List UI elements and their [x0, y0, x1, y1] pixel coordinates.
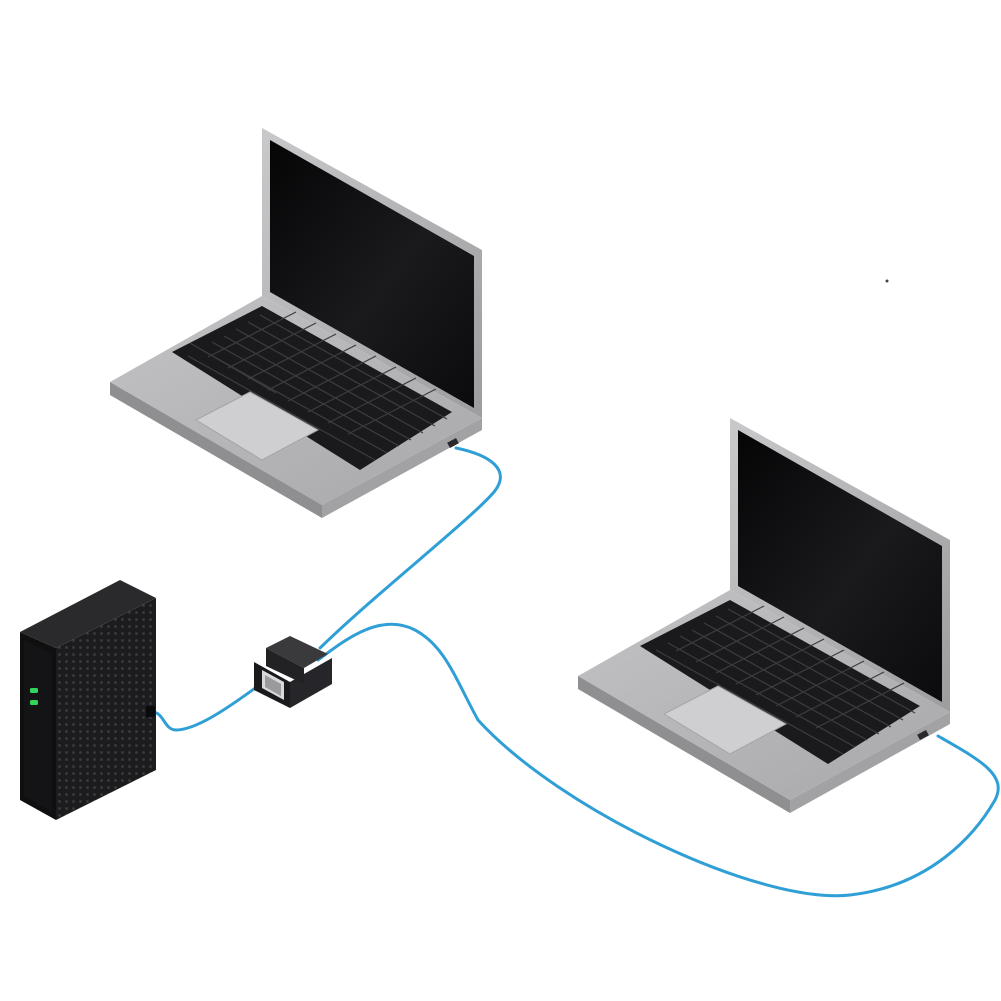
router-led-2 [30, 700, 38, 705]
laptop-base-side [322, 418, 482, 518]
cable-splitter-to-laptop-1 [318, 446, 502, 650]
cable-splitter-to-laptop-2 [316, 622, 1000, 898]
splitter-port-inner [265, 675, 281, 696]
keyboard-keys [187, 311, 448, 461]
keyboard-keys [655, 605, 916, 755]
laptop-base-edge [578, 676, 790, 813]
splitter-side [290, 658, 332, 708]
cable-router-to-splitter [150, 684, 260, 732]
dust-speck [885, 279, 889, 283]
trackpad [194, 391, 320, 461]
laptop-base-side [790, 712, 950, 813]
splitter-top [266, 636, 328, 668]
router-top [20, 580, 156, 648]
laptop-1 [110, 128, 482, 518]
router [20, 580, 156, 820]
router-led-1 [30, 688, 38, 693]
keyboard [172, 306, 452, 470]
ethernet-cables [150, 446, 1000, 898]
ethernet-splitter [254, 636, 332, 708]
router-side [56, 598, 156, 820]
laptop-base-edge [110, 382, 322, 518]
keyboard [640, 600, 920, 764]
laptop-2 [578, 418, 950, 813]
splitter-upper [266, 648, 304, 684]
router-port [146, 706, 155, 717]
router-front-panel [24, 640, 52, 812]
trackpad [662, 685, 788, 755]
laptop-screen [738, 430, 942, 702]
laptop-screen [270, 140, 474, 408]
ethernet-port [917, 730, 929, 740]
ethernet-port [447, 438, 459, 448]
